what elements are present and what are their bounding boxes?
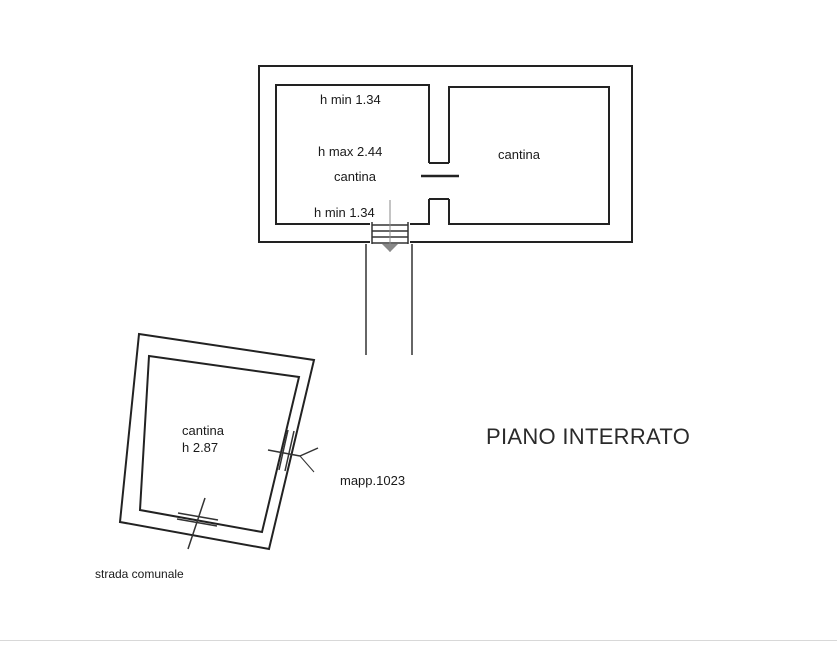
lower-side-door xyxy=(267,429,319,473)
right-room-name: cantina xyxy=(498,147,540,162)
lower-room-name: cantina xyxy=(182,423,224,438)
parcel-label: mapp.1023 xyxy=(340,473,406,488)
lower-building-outer-wall xyxy=(118,332,316,551)
left-room-max-height: h max 2.44 xyxy=(318,144,383,159)
entrance-stairs xyxy=(371,200,409,252)
left-room-name: cantina xyxy=(334,169,376,184)
internal-doorway-gap xyxy=(427,163,451,199)
left-room-wall xyxy=(275,84,430,225)
road-label: strada comunale xyxy=(95,567,184,581)
right-room-wall xyxy=(448,86,610,225)
page-bottom-divider xyxy=(0,640,837,641)
left-room-min-height-top: h min 1.34 xyxy=(320,92,381,107)
lower-room-wall xyxy=(138,354,301,534)
lower-room-height: h 2.87 xyxy=(182,440,219,455)
lower-bottom-door xyxy=(176,497,219,550)
left-room-min-height-bottom: h min 1.34 xyxy=(314,205,375,220)
upper-building-outer-wall xyxy=(258,65,633,243)
floor-title: PIANO INTERRATO xyxy=(486,424,691,449)
